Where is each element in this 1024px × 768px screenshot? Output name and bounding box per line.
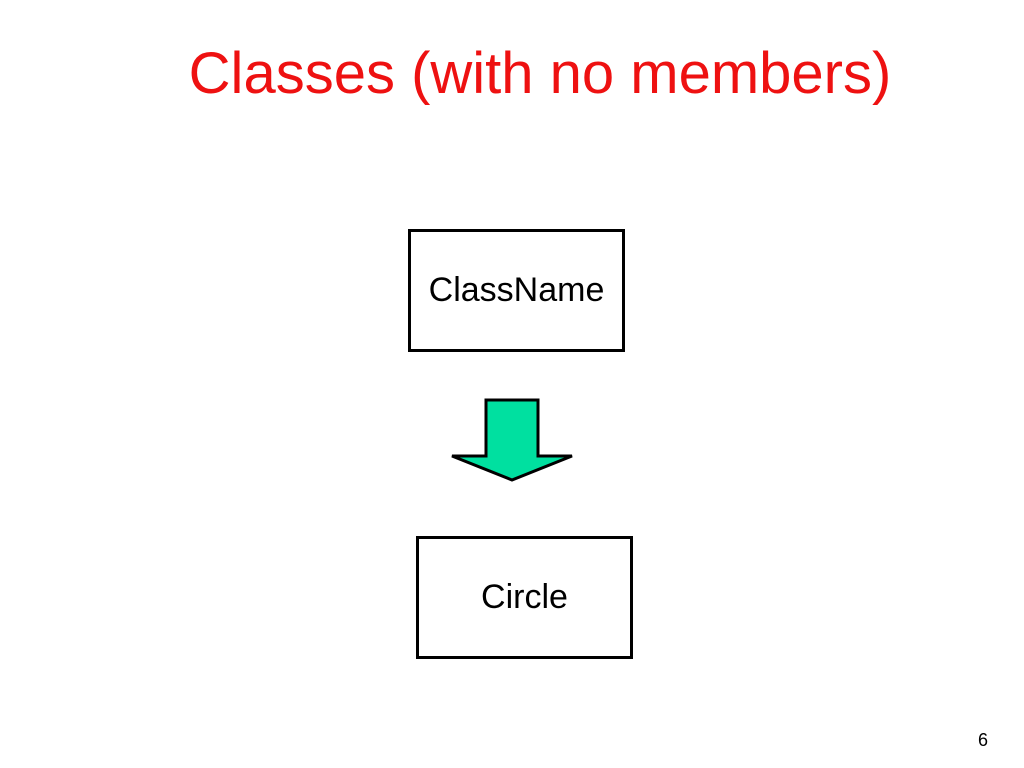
circle-class-label: Circle bbox=[481, 578, 568, 616]
class-box-classname: ClassName bbox=[408, 229, 625, 352]
down-arrow-icon bbox=[451, 398, 573, 482]
slide-title: Classes (with no members) bbox=[188, 41, 892, 106]
class-box-circle: Circle bbox=[416, 536, 633, 659]
page-number: 6 bbox=[977, 730, 988, 750]
class-name-label: ClassName bbox=[428, 271, 605, 309]
